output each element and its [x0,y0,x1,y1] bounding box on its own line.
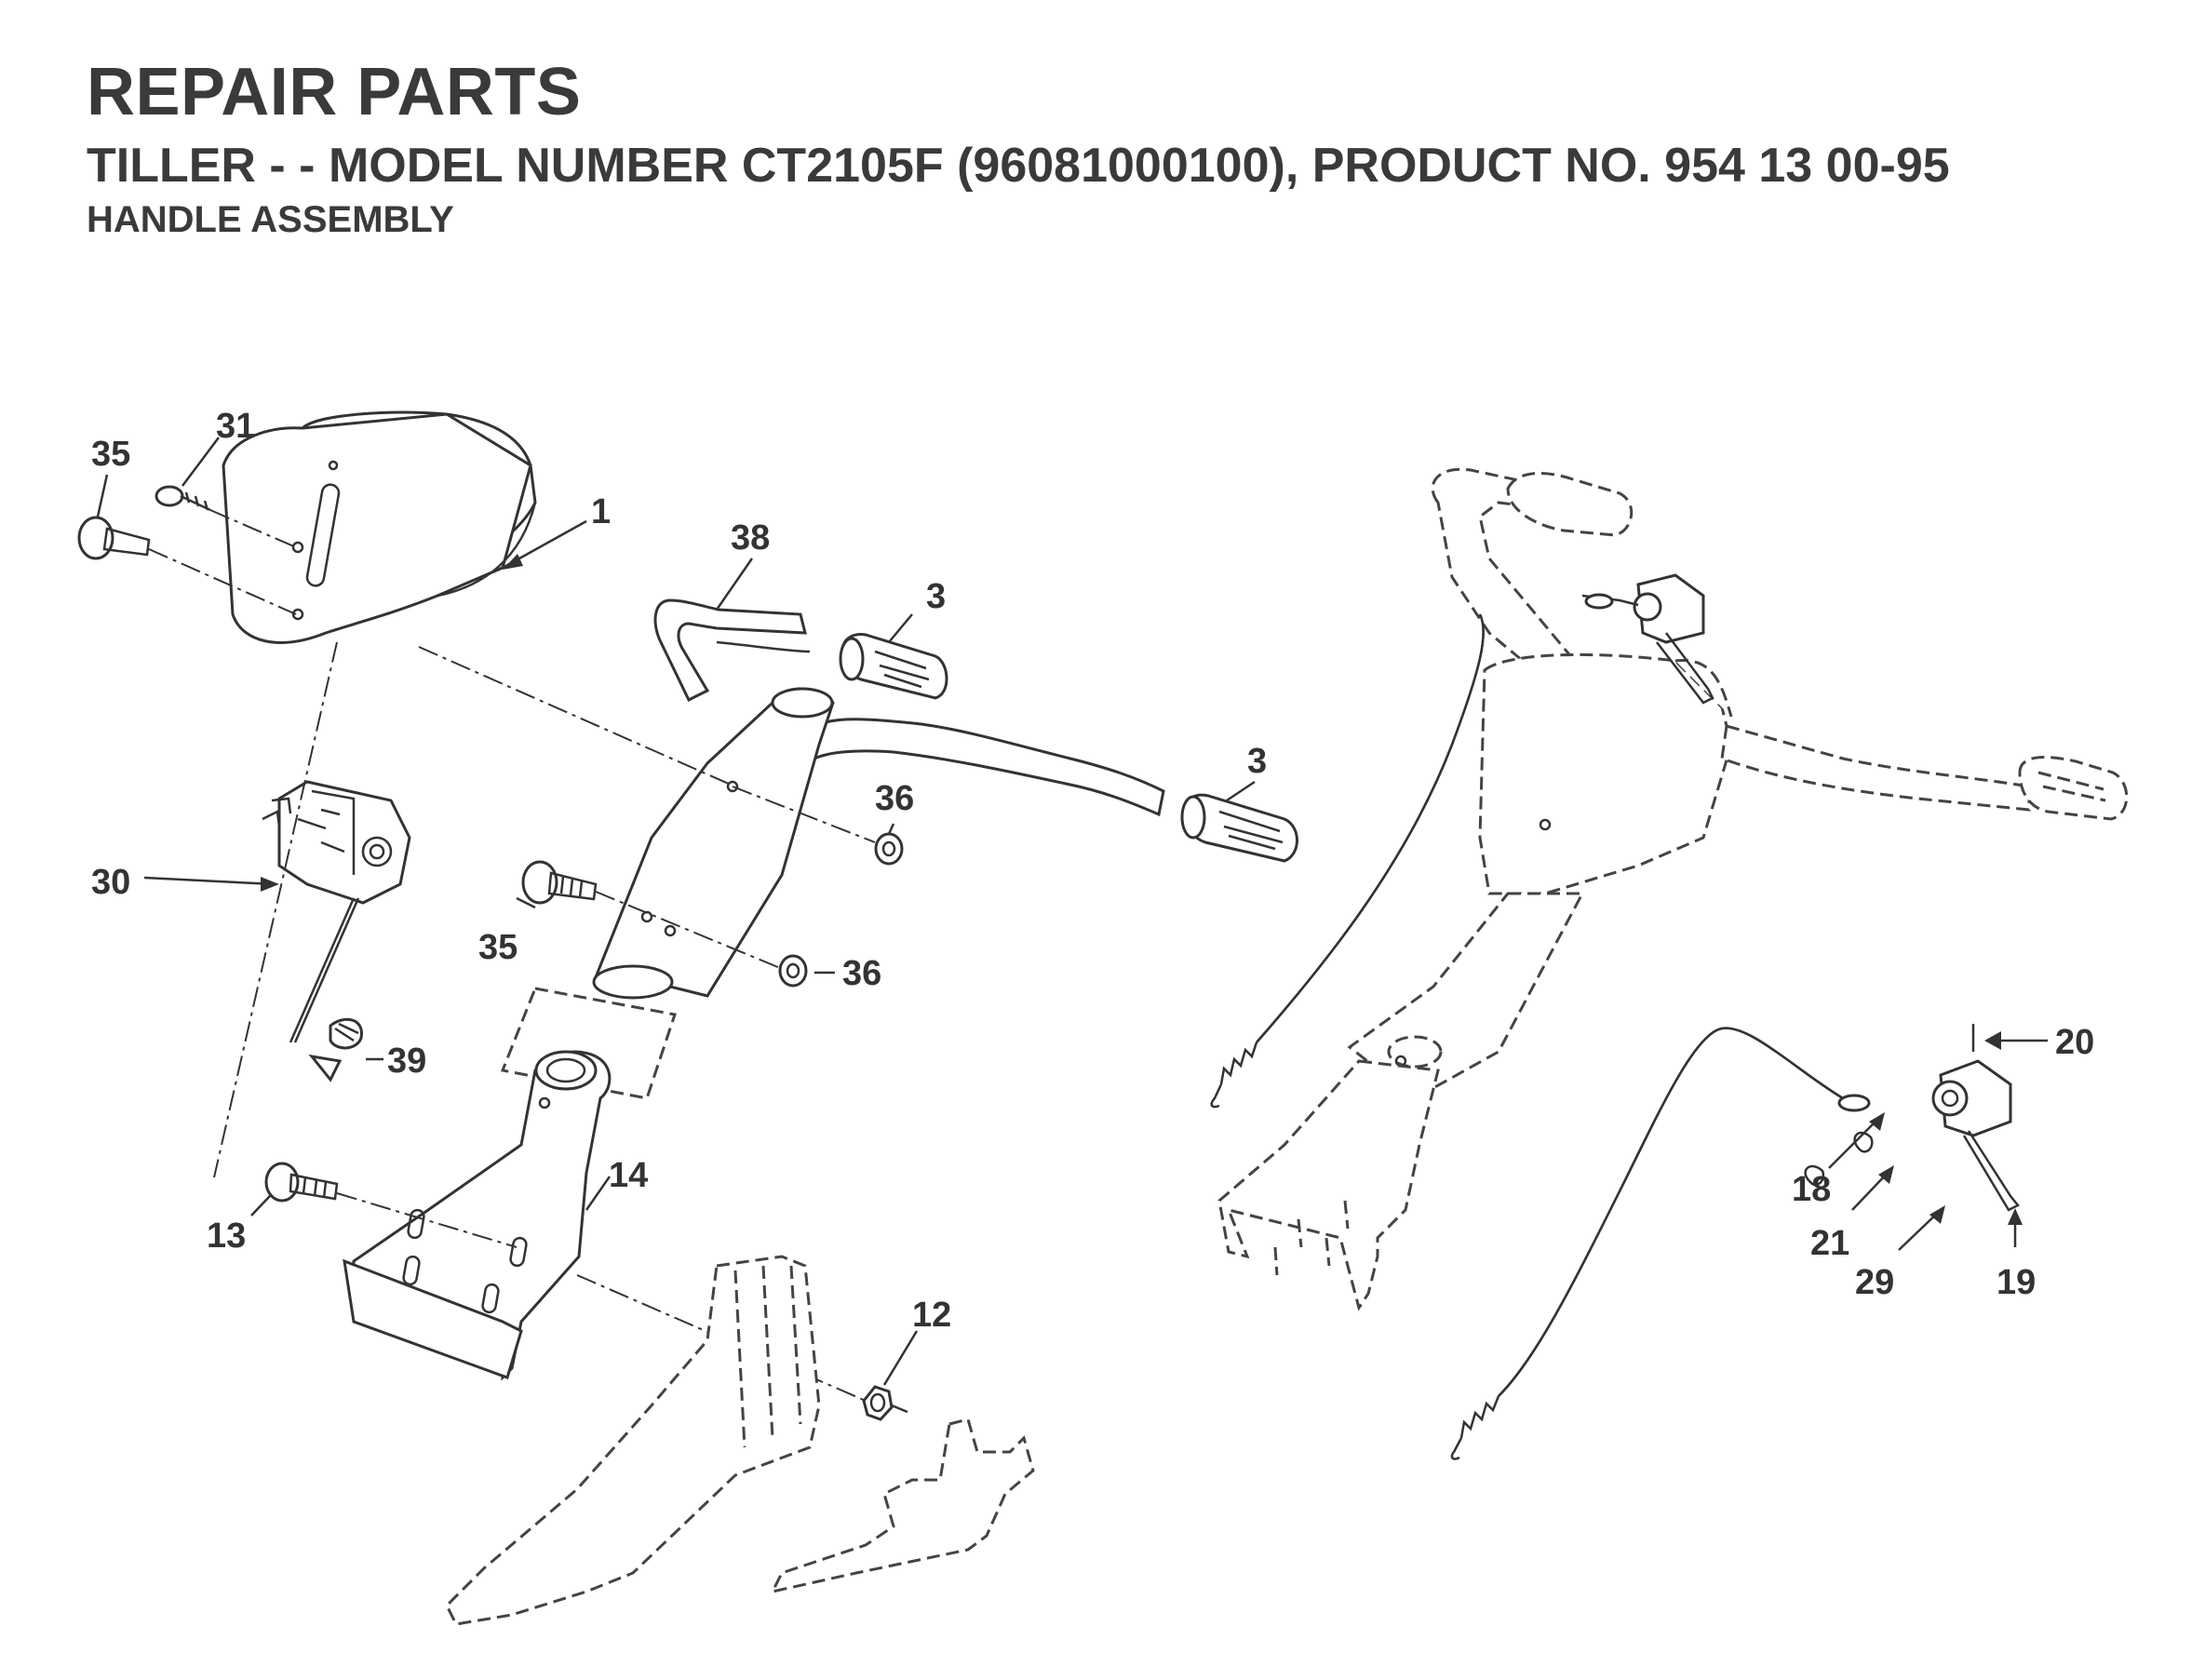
section-title: HANDLE ASSEMBLY [87,199,454,240]
callout-39: 39 [387,1042,426,1081]
callout-35-middle: 35 [478,928,518,967]
callout-labels: 1 31 35 38 3 3 36 30 35 36 39 13 14 12 2… [91,407,2094,1335]
callout-36-lower: 36 [842,954,881,993]
part-cable-18 [1450,1027,1871,1460]
frame-dashed-lower [445,1255,1035,1626]
callout-19: 19 [1997,1263,2036,1302]
page-title: REPAIR PARTS [87,55,582,129]
callout-3-right: 3 [1247,742,1267,781]
part-nut-36-lower [778,954,808,988]
part-grip-3-right [1180,793,1298,863]
part-console-panel [222,410,537,644]
callout-30: 30 [91,863,130,902]
leader-lines [96,437,2048,1386]
part-clip-39 [308,1017,363,1082]
part-mount-14 [343,1050,612,1381]
callout-14: 14 [609,1156,648,1195]
part-bracket-30 [262,780,411,905]
assembled-handle-view [1210,467,2129,1311]
callout-31: 31 [216,407,255,446]
callout-1: 1 [591,492,611,531]
part-clip-21 [1853,1131,1874,1153]
callout-36-upper: 36 [875,779,914,818]
callout-13: 13 [207,1216,246,1256]
callout-38: 38 [731,518,770,558]
callout-18: 18 [1792,1170,1831,1209]
part-bolt-35-top [77,516,151,560]
part-handlebar-38 [592,598,1165,1000]
callout-21: 21 [1810,1224,1849,1263]
part-bolt-13 [264,1162,339,1203]
callout-3-top: 3 [926,577,946,616]
model-subtitle: TILLER - - MODEL NUMBER CT2105F (9608100… [87,139,1950,193]
part-clip-29 [1804,1164,1825,1187]
part-nut-36-upper [874,832,904,866]
part-nut-12 [862,1385,908,1421]
part-screw-31 [155,485,211,512]
callout-12: 12 [912,1296,951,1335]
callout-20: 20 [2055,1023,2094,1062]
part-grip-3-top [839,633,948,700]
part-bolt-35-middle [521,860,598,905]
callout-35-top: 35 [91,435,130,474]
part-lever-19 [1931,1059,2020,1212]
callout-29: 29 [1855,1263,1894,1302]
